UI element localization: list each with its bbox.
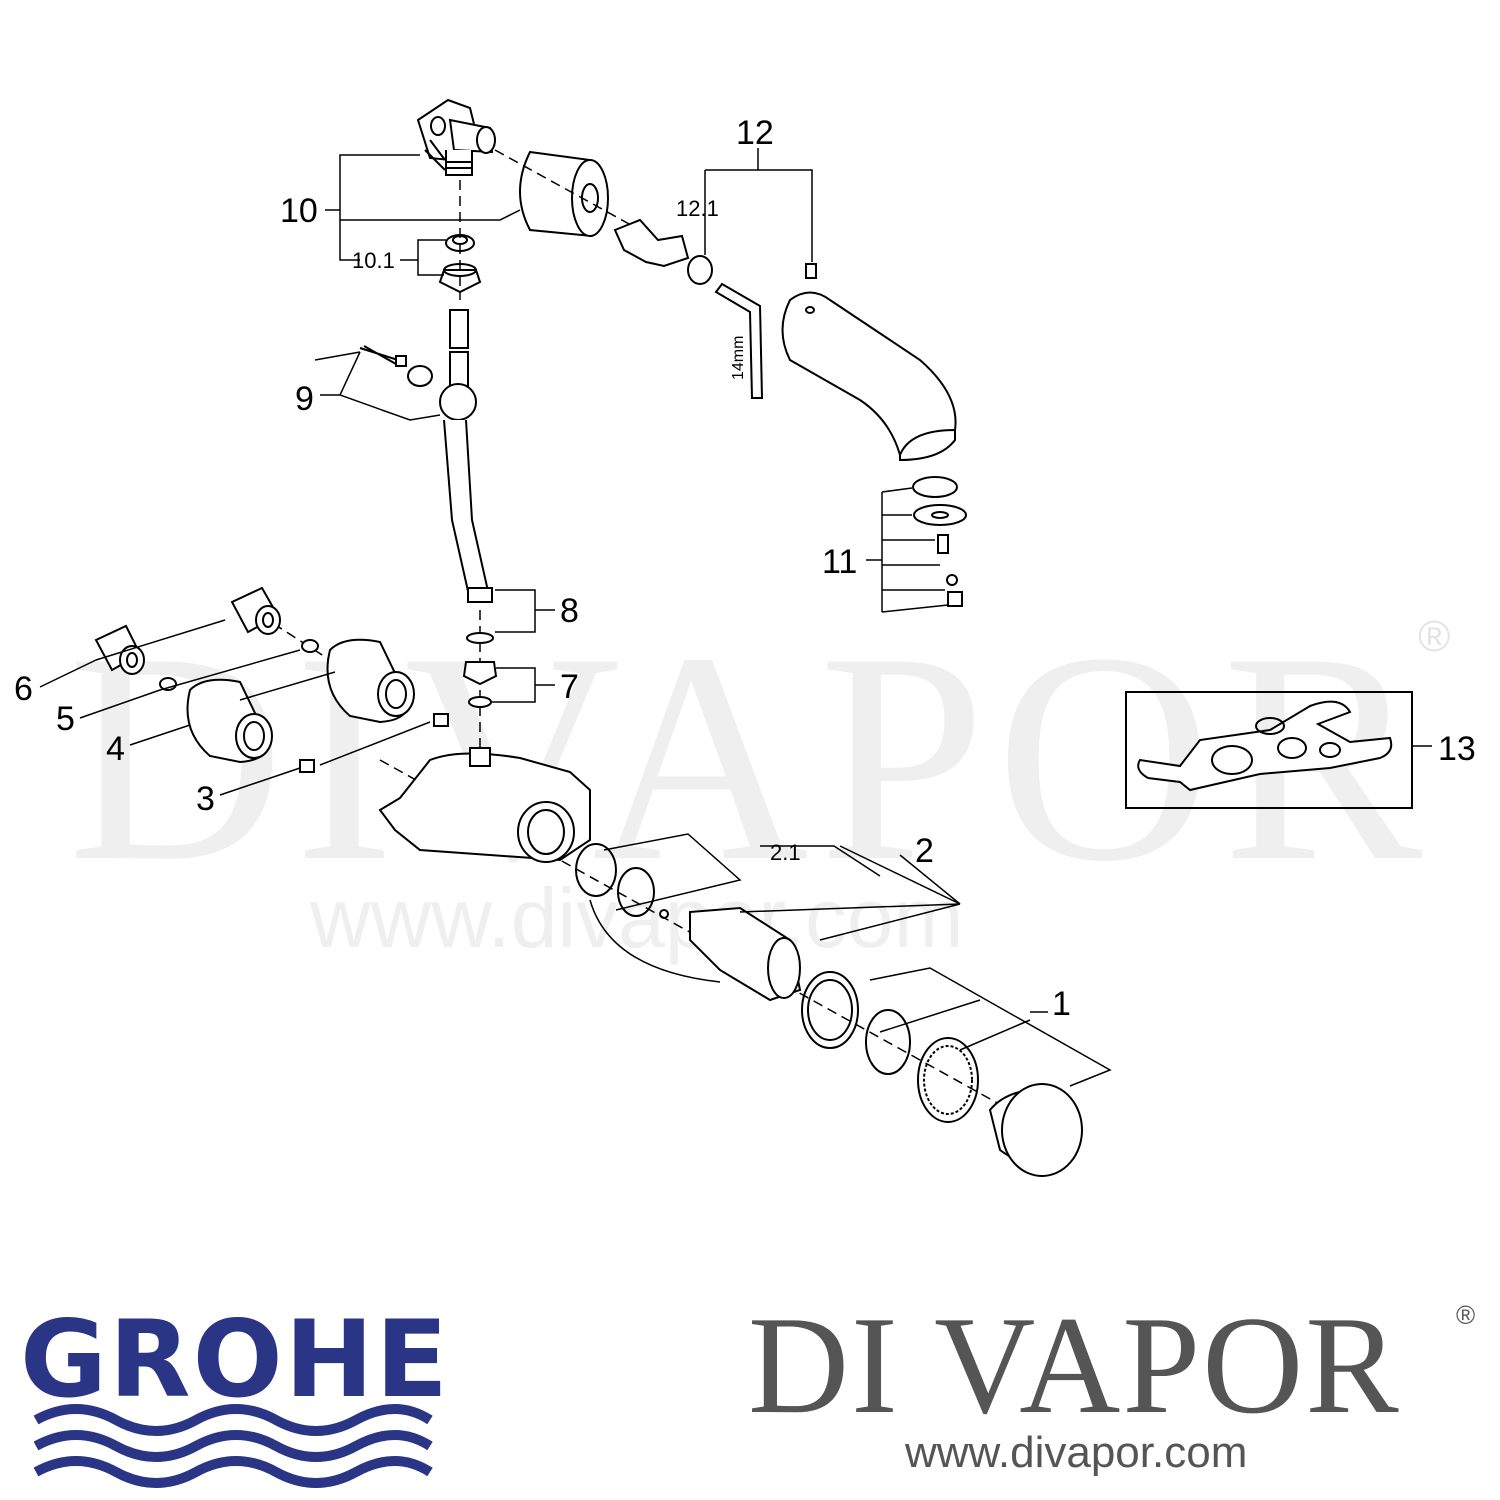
cover-sleeve-part-10: [519, 150, 609, 238]
filter-part-3: [299, 713, 449, 773]
wrench-size-label: 14mm: [730, 336, 747, 380]
washers-part-8: [466, 632, 494, 644]
wall-elbow-part-10: [416, 98, 496, 176]
callout-3: 3: [196, 780, 215, 818]
o-rings-part-2-1: [575, 843, 669, 919]
divapor-logo-text: DI VAPOR: [748, 1288, 1401, 1443]
watermark-registered-mark: ®: [1418, 612, 1451, 661]
nut-part-7: [462, 661, 498, 708]
watermark-url: www.divapor.com: [310, 871, 964, 965]
callout-12-1: 12.1: [676, 196, 719, 221]
cover-sleeve-part-4-left: [186, 678, 273, 764]
callout-10: 10: [280, 192, 318, 230]
callout-4: 4: [106, 730, 125, 768]
spout-connector-part-12: [613, 218, 817, 285]
hex-key-14mm: [714, 282, 764, 399]
aerator-set-part-11: [912, 476, 967, 607]
callout-9: 9: [295, 380, 314, 418]
grohe-waves-logo: [33, 1404, 433, 1488]
bath-spout: [781, 291, 957, 462]
thermostat-cartridge-part-2: [589, 899, 802, 1002]
screw-and-plug-part-9: [359, 345, 433, 387]
callout-13: 13: [1438, 730, 1476, 768]
divapor-url: www.divapor.com: [905, 1428, 1248, 1477]
stop-elbow-part-6-right: [230, 586, 281, 635]
callout-6: 6: [14, 670, 33, 708]
service-spanner-part-13: [1137, 700, 1393, 792]
mixer-valve-body: [378, 747, 591, 863]
callout-1: 1: [1052, 985, 1071, 1023]
callout-5: 5: [56, 700, 75, 738]
stop-elbow-part-6-left: [94, 624, 145, 675]
callout-8: 8: [560, 592, 579, 630]
callout-10-1: 10.1: [352, 248, 395, 273]
callout-2: 2: [915, 832, 934, 870]
leader-lines: [39, 148, 1432, 1087]
grohe-logo-text: GROHE: [20, 1298, 450, 1421]
cover-sleeve-part-4-right: [326, 638, 415, 724]
riser-pipe: [439, 309, 493, 603]
callout-11: 11: [822, 543, 857, 581]
handle-set-part-1: [801, 971, 1083, 1177]
divapor-registered-mark: ®: [1456, 1300, 1476, 1330]
spanner-box-part-13: [1125, 691, 1413, 809]
callout-7: 7: [560, 668, 579, 706]
callout-2-1: 2.1: [770, 840, 801, 865]
callout-12: 12: [736, 114, 774, 152]
